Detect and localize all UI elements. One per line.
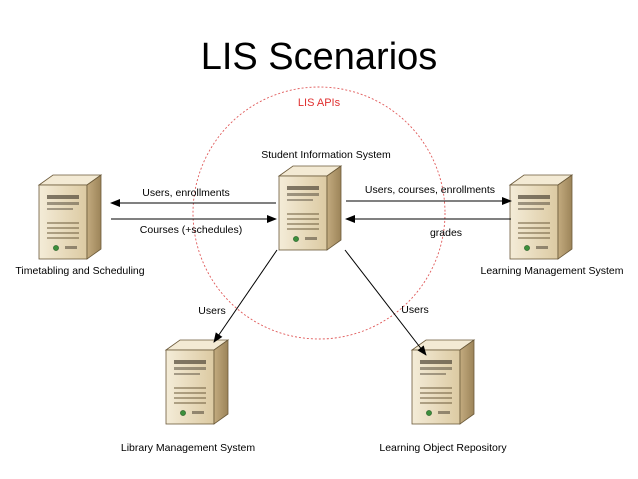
flow-label-sis-to-lms: Users, courses, enrollments (365, 184, 495, 196)
sis-label: Student Information System (261, 149, 391, 161)
lor-label: Learning Object Repository (379, 442, 507, 454)
api-label: LIS APIs (298, 97, 341, 109)
lor-server-icon (411, 339, 475, 425)
diagram-title: LIS Scenarios (200, 36, 438, 78)
flow-label-sis-to-lib: Users (198, 305, 225, 317)
tts-label: Timetabling and Scheduling (15, 265, 144, 277)
lms-server-icon (509, 174, 573, 260)
lib-label: Library Management System (121, 442, 255, 454)
flow-label-sis-to-tts: Users, enrollments (142, 187, 230, 199)
lib-server-icon (165, 339, 229, 425)
api-boundary-circle (192, 86, 446, 340)
tts-server-icon (38, 174, 102, 260)
flow-label-sis-to-lor: Users (401, 304, 428, 316)
sis-server-icon (278, 165, 342, 251)
arrow-sis-to-lib (213, 249, 278, 343)
flow-label-tts-to-sis: Courses (+schedules) (140, 224, 242, 236)
flow-label-lms-to-sis: grades (430, 227, 462, 239)
lms-label: Learning Management System (481, 265, 624, 277)
arrow-sis-to-lor (344, 249, 427, 356)
